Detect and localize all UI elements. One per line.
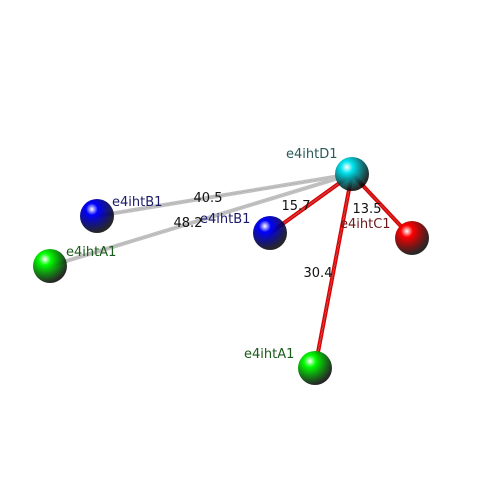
distance-label-D1-C1: 13.5 xyxy=(353,202,382,217)
bond-D1-A1a xyxy=(49,172,353,268)
atom-sphere-B1a xyxy=(80,199,114,233)
atoms-layer xyxy=(33,157,429,385)
atom-label-A1b: e4ihtA1 xyxy=(244,347,294,362)
distance-labels-layer: 40.5 48.2 15.7 13.5 30.4 xyxy=(174,191,382,281)
atom-labels-layer: e4ihtD1 e4ihtB1 e4ihtB1 e4ihtA1 e4ihtA1 e4iht… xyxy=(66,147,391,362)
atom-sphere-A1a xyxy=(33,249,67,283)
distance-label-D1-B1a: 40.5 xyxy=(194,191,223,206)
atom-label-A1a: e4ihtA1 xyxy=(66,245,116,260)
bond-D1-B1a xyxy=(96,172,353,218)
distance-label-D1-B1b: 15.7 xyxy=(282,199,311,214)
distance-label-D1-A1a: 48.2 xyxy=(174,216,203,231)
atom-label-B1a: e4ihtB1 xyxy=(112,195,162,210)
atom-sphere-C1 xyxy=(395,221,429,255)
atom-sphere-B1b xyxy=(253,216,287,250)
bond-D1-A1b xyxy=(313,173,354,369)
atom-sphere-D1 xyxy=(335,157,369,191)
atom-label-D1: e4ihtD1 xyxy=(286,147,338,162)
atom-sphere-A1b xyxy=(298,351,332,385)
atom-label-C1: e4ihtC1 xyxy=(340,217,391,232)
atom-label-B1b: e4ihtB1 xyxy=(200,212,250,227)
distance-label-D1-A1b: 30.4 xyxy=(304,266,333,281)
